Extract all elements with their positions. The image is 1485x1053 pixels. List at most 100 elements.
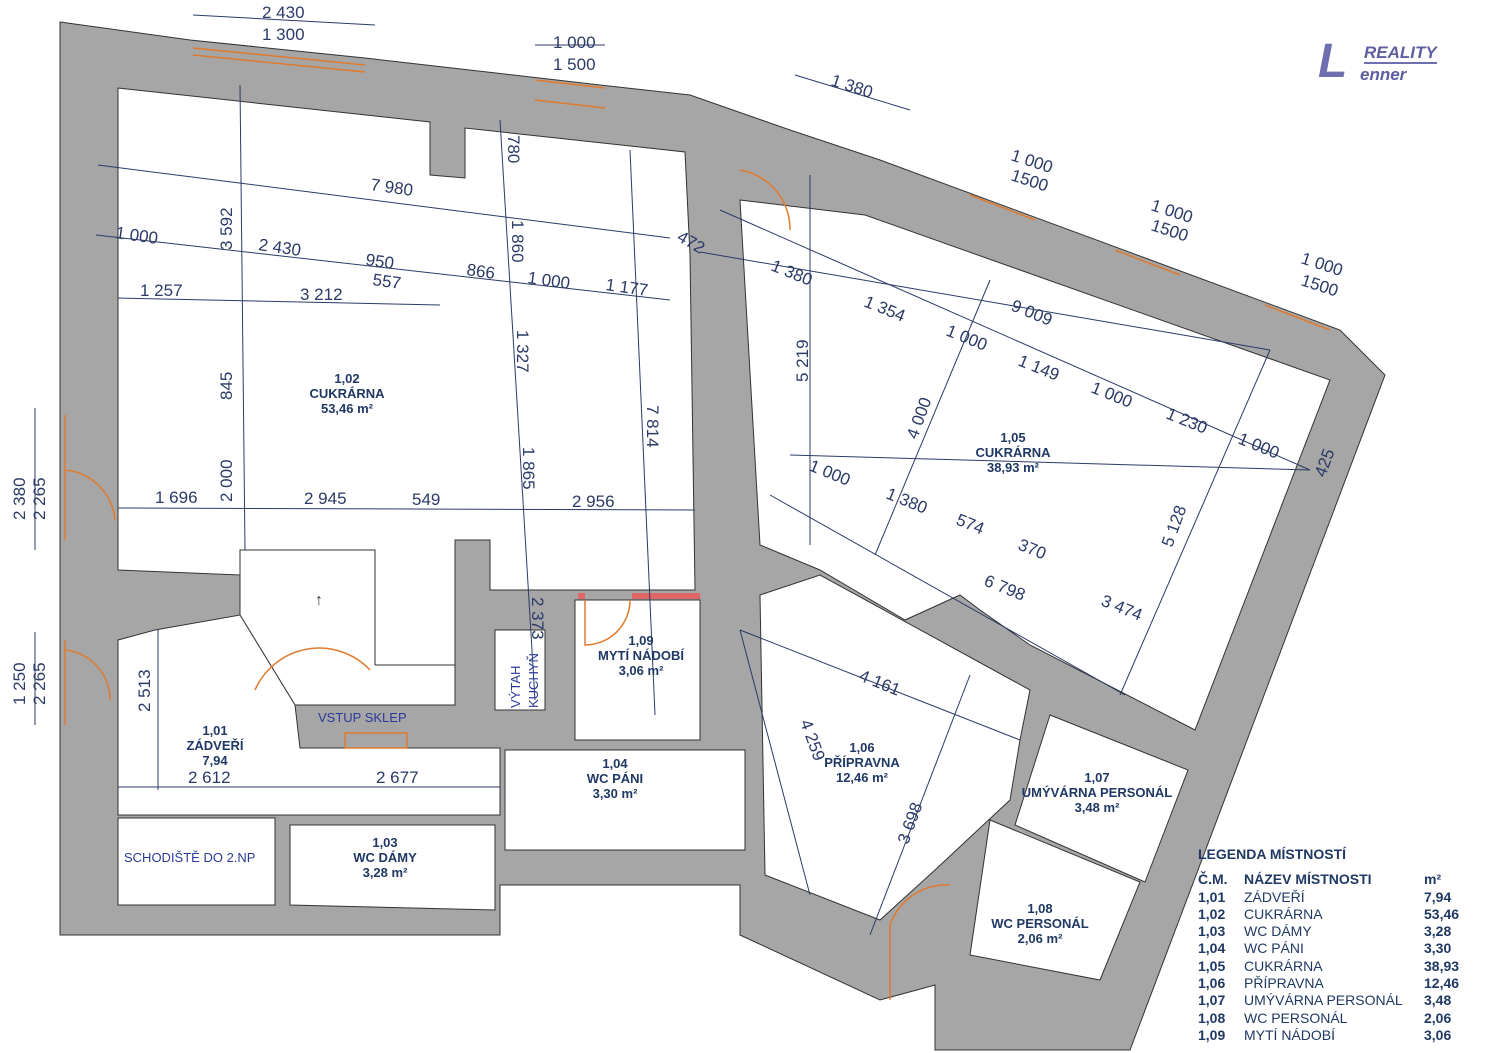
- dimension-label: 1 860: [508, 220, 527, 263]
- room-1-06: [759, 574, 1031, 921]
- legend-area: 2,06: [1424, 1009, 1452, 1026]
- legend-number: 1,07: [1198, 992, 1226, 1009]
- legend-row: 1,06 PŘÍPRAVNA 12,46: [1198, 975, 1478, 992]
- room-number: 1,01: [202, 723, 227, 738]
- legend-name: MYTÍ NÁDOBÍ: [1244, 1026, 1336, 1043]
- legend-header-number: Č.M.: [1198, 871, 1228, 888]
- dimension-label: 2 513: [135, 669, 154, 712]
- dimension-label: 557: [371, 270, 402, 293]
- legend-name: CUKRÁRNA: [1244, 905, 1323, 922]
- room-area: 3,06 m²: [619, 663, 664, 678]
- dimension-label: 1 300: [262, 25, 305, 44]
- dimension-label: 2 430: [262, 3, 305, 22]
- legend-area: 3,28: [1424, 923, 1452, 940]
- room-stairs: [117, 817, 276, 906]
- legend-title: LEGENDA MÍSTNOSTÍ: [1198, 846, 1347, 862]
- dimension-label: 866: [465, 260, 496, 283]
- legend-name: UMÝVÁRNA PERSONÁL: [1244, 992, 1403, 1009]
- room-area: 12,46 m²: [836, 770, 889, 785]
- legend-area: 38,93: [1424, 957, 1460, 974]
- dimension-label: 1 250: [10, 662, 29, 705]
- room-number: 1,08: [1027, 901, 1052, 916]
- legend-area: 3,30: [1424, 940, 1452, 957]
- room-1-08: [969, 819, 1141, 981]
- dimension-label: 2 373: [528, 597, 547, 640]
- legend-number: 1,08: [1198, 1009, 1226, 1026]
- room-1-07: [1014, 714, 1189, 883]
- room-name: WC PERSONÁL: [991, 916, 1089, 931]
- dimension-label: 5 219: [793, 339, 812, 382]
- dimension-label: 2 956: [572, 492, 615, 511]
- dimension-label: 1 380: [829, 71, 875, 102]
- stairs-label: SCHODIŠTĚ DO 2.NP: [124, 850, 255, 865]
- legend-number: 1,03: [1198, 923, 1226, 940]
- reality-lenner-logo: L REALITY enner: [1318, 38, 1468, 88]
- logo-line2: enner: [1360, 65, 1407, 84]
- room-name: WC DÁMY: [353, 850, 417, 865]
- room-name: WC PÁNI: [587, 771, 643, 786]
- dimension-label: 1 500: [553, 55, 596, 74]
- legend-name: WC PÁNI: [1244, 940, 1304, 957]
- room-area: 53,46 m²: [321, 401, 374, 416]
- lift-label: VÝTAH: [508, 666, 523, 708]
- legend-name: PŘÍPRAVNA: [1244, 975, 1324, 992]
- room-number: 1,09: [628, 633, 653, 648]
- legend-number: 1,06: [1198, 975, 1226, 992]
- dimension-label: 2 265: [30, 477, 49, 520]
- room-1-09: [574, 599, 701, 741]
- dimension-label: 3 592: [217, 207, 236, 250]
- legend-header-name: NÁZEV MÍSTNOSTI: [1244, 871, 1372, 888]
- logo-letter: L: [1318, 35, 1348, 88]
- legend-area: 3,48: [1424, 992, 1452, 1009]
- dimension-label: 2 612: [188, 768, 231, 787]
- kitchen-label: KUCHYŇ: [526, 653, 541, 708]
- room-number: 1,02: [334, 371, 359, 386]
- room-1-03: [289, 824, 496, 911]
- room-area: 3,30 m²: [593, 786, 638, 801]
- dimension-label: 845: [217, 372, 236, 400]
- dimension-label: 2 380: [10, 477, 29, 520]
- dimension-label: 1 257: [140, 281, 183, 300]
- windows-doors: [64, 47, 1331, 1000]
- room-name: CUKRÁRNA: [975, 445, 1051, 460]
- legend-area: 3,06: [1424, 1026, 1452, 1043]
- legend-area: 53,46: [1424, 905, 1460, 922]
- room-number: 1,03: [372, 835, 397, 850]
- dimension-label: 1 327: [513, 330, 532, 373]
- legend-number: 1,01: [1198, 888, 1226, 905]
- dimension-label: 2 265: [30, 662, 49, 705]
- dimension-label: 549: [412, 490, 440, 509]
- room-1-04: [504, 749, 746, 851]
- legend-row: 1,04 WC PÁNI 3,30: [1198, 940, 1478, 957]
- cellar-entrance-label: VSTUP SKLEP: [318, 710, 407, 725]
- room-name: PŘÍPRAVNA: [824, 755, 900, 770]
- up-arrow-icon: ↑: [315, 592, 323, 609]
- room-1-05: [739, 199, 1331, 731]
- room-name: ZÁDVEŘÍ: [186, 738, 243, 753]
- dimension-label: 1 865: [519, 447, 538, 490]
- dimension-label: 780: [504, 135, 523, 163]
- room-area: 7,94: [202, 753, 228, 768]
- room-area: 3,48 m²: [1075, 800, 1120, 815]
- room-1-01: [117, 614, 501, 816]
- legend-area: 12,46: [1424, 975, 1460, 992]
- room-number: 1,07: [1084, 770, 1109, 785]
- dimension-label: 950: [364, 250, 395, 273]
- legend-number: 1,05: [1198, 957, 1226, 974]
- dimension-label: 2 945: [304, 489, 347, 508]
- room-name: MYTÍ NÁDOBÍ: [598, 648, 684, 663]
- dimension-lines: [34, 14, 1311, 936]
- legend-number: 1,04: [1198, 940, 1226, 957]
- room-legend: LEGENDA MÍSTNOSTÍ Č.M. NÁZEV MÍSTNOSTI m…: [1198, 846, 1478, 1044]
- legend-area: 7,94: [1424, 888, 1452, 905]
- dimension-label: 3 212: [300, 285, 343, 304]
- dimension-label: 7 814: [643, 405, 662, 448]
- room-area: 3,28 m²: [363, 865, 408, 880]
- legend-header-area: m²: [1424, 871, 1442, 888]
- legend-header: Č.M. NÁZEV MÍSTNOSTI m²: [1198, 871, 1478, 888]
- dimension-label: 1 000: [553, 33, 596, 52]
